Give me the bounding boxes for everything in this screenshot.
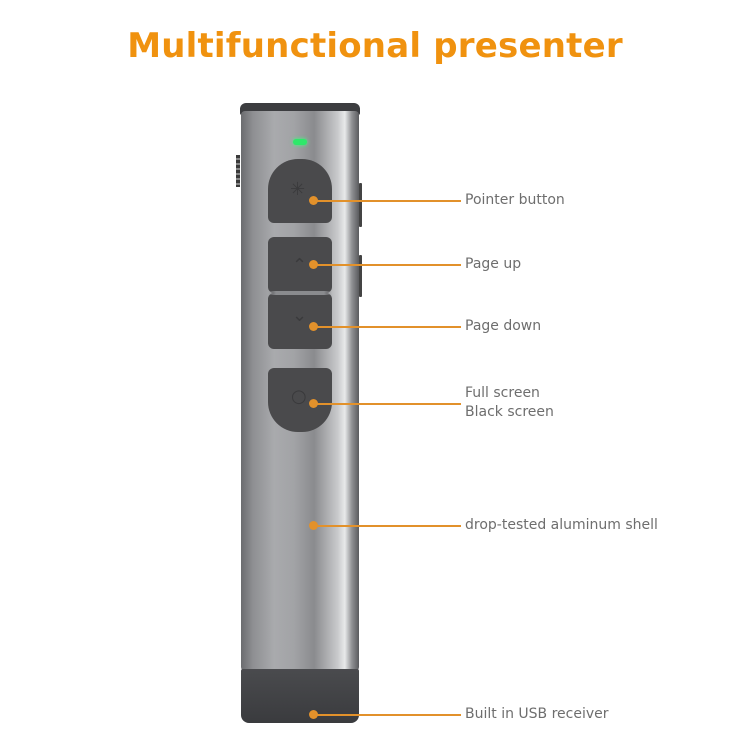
presenter-device: ✳ ⌃ ⌄ ○ xyxy=(236,103,362,723)
label-usb-receiver: Built in USB receiver xyxy=(465,706,609,722)
label-full-screen: Full screen xyxy=(465,385,540,401)
callout-line-shell xyxy=(313,525,461,527)
label-black-screen: Black screen xyxy=(465,404,554,420)
callout-line-page-down xyxy=(313,326,461,328)
label-page-up: Page up xyxy=(465,256,522,272)
callout-line-screen xyxy=(313,403,461,405)
page-title: Multifunctional presenter xyxy=(127,26,623,66)
page-down-button: ⌄ xyxy=(268,293,332,349)
screen-button: ○ xyxy=(268,368,332,432)
chevron-up-icon: ⌃ xyxy=(292,255,308,276)
callout-line-pointer xyxy=(313,200,461,202)
side-button-upper xyxy=(359,183,362,227)
button-divider xyxy=(268,291,332,295)
status-led-icon xyxy=(293,139,307,145)
label-page-down: Page down xyxy=(465,318,542,334)
side-button-lower xyxy=(359,255,362,297)
side-grip xyxy=(236,155,240,187)
pointer-button: ✳ xyxy=(268,159,332,223)
laser-star-icon: ✳ xyxy=(290,179,306,200)
circle-screen-icon: ○ xyxy=(291,386,307,407)
callout-line-page-up xyxy=(313,264,461,266)
label-aluminum-shell: drop-tested aluminum shell xyxy=(465,517,658,533)
callout-line-usb xyxy=(313,714,461,716)
chevron-down-icon: ⌄ xyxy=(292,305,308,326)
label-pointer-button: Pointer button xyxy=(465,192,565,208)
